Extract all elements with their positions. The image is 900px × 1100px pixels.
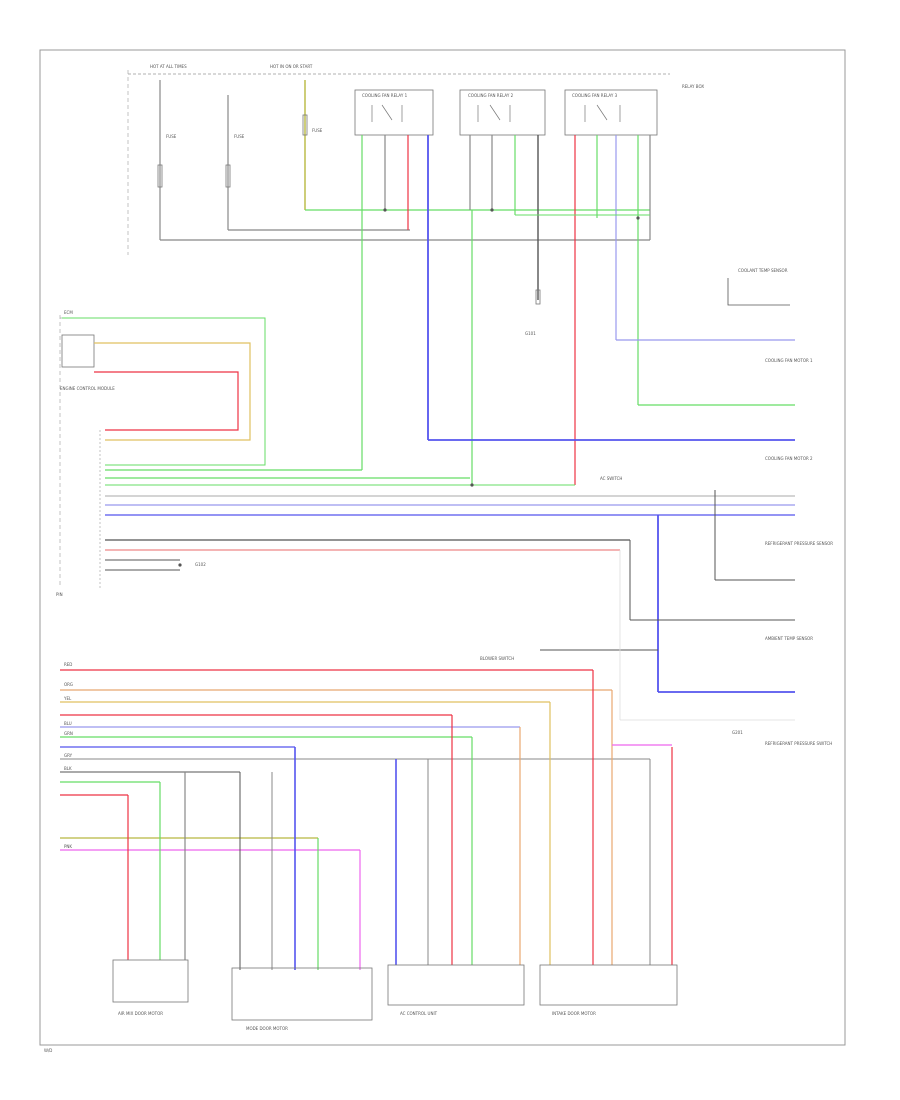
top-bus: HOT AT ALL TIMES HOT IN ON OR START RELA…: [127, 64, 704, 255]
sensor-1-label: COOLANT TEMP SENSOR: [738, 268, 788, 273]
wire-orange-label: ORG: [64, 682, 73, 687]
module-3-label: AC CONTROL UNIT: [400, 1011, 438, 1016]
fuse-block: FUSE FUSE FUSE: [157, 80, 650, 241]
sensor-3-label: AMBIENT TEMP SENSOR: [765, 636, 813, 641]
switch-1-label: AC SWITCH: [600, 476, 622, 481]
ground-g101: G101: [525, 289, 541, 336]
module-2-label: MODE DOOR MOTOR: [246, 1026, 288, 1031]
hot-start-label: HOT IN ON OR START: [270, 64, 313, 69]
fuse-a-icon: [157, 164, 163, 188]
module-4-label: INTAKE DOOR MOTOR: [552, 1011, 596, 1016]
ecm-label: ENGINE CONTROL MODULE: [60, 386, 115, 391]
wire-green-label: GRN: [64, 731, 73, 736]
ground-g101-icon: [535, 289, 541, 305]
sensor-2-label: REFRIGERANT PRESSURE SENSOR: [765, 541, 833, 546]
pin-label: PIN: [56, 592, 63, 597]
fuse-c-icon: [302, 114, 308, 136]
ground-g101-label: G101: [525, 331, 536, 336]
bottom-harness: RED ORG YEL BLU GRN GRY BLK PNK: [60, 662, 650, 851]
relay-2-label: COOLING FAN RELAY 2: [468, 93, 514, 98]
wire-red-label: RED: [64, 662, 72, 667]
module-1-label: AIR MIX DOOR MOTOR: [118, 1011, 163, 1016]
corner-label: W/D: [44, 1048, 52, 1053]
switch-2-label: BLOWER SWITCH: [480, 656, 514, 661]
fuse-b-icon: [225, 164, 231, 188]
bottom-modules: AIR MIX DOOR MOTOR MODE DOOR MOTOR AC CO…: [112, 959, 678, 1031]
right-components: COOLANT TEMP SENSOR COOLING FAN MOTOR 1 …: [428, 268, 833, 746]
wire-gray-label: GRY: [64, 753, 73, 758]
fan-motor-1-label: COOLING FAN MOTOR 1: [765, 358, 813, 363]
ecm-top-label: ECM: [64, 310, 73, 315]
relay-outputs: [361, 135, 651, 485]
hot-run-label: HOT AT ALL TIMES: [150, 64, 187, 69]
relay-1-label: COOLING FAN RELAY 1: [362, 93, 408, 98]
relay-2-box-icon: [459, 89, 546, 136]
ecm-block: ECM ENGINE CONTROL MODULE PIN: [56, 310, 265, 597]
wire-yellow-label: YEL: [63, 696, 72, 701]
diagram-frame: [39, 49, 846, 1046]
module-3-icon: [387, 964, 525, 1006]
fuse-a-label: FUSE: [166, 134, 177, 139]
relay-2: COOLING FAN RELAY 2: [459, 89, 546, 136]
ecm-relay-icon: [61, 334, 95, 368]
fuse-b-label: FUSE: [234, 134, 245, 139]
module-1-icon: [112, 959, 189, 1003]
fuse-c-label: FUSE: [312, 128, 323, 133]
ecm-wires: G102: [62, 317, 795, 571]
ground-g102-label: G102: [195, 562, 206, 567]
relay-1-box-icon: [354, 89, 434, 136]
module-2-icon: [231, 967, 373, 1021]
ground-g201-label: G201: [732, 730, 743, 735]
wire-blue-label: BLU: [64, 721, 72, 726]
relay-1: COOLING FAN RELAY 1: [354, 89, 434, 136]
module-drops: [127, 670, 673, 970]
wire-pink-label: PNK: [64, 844, 72, 849]
module-4-icon: [539, 964, 678, 1006]
fan-motor-2-label: COOLING FAN MOTOR 2: [765, 456, 813, 461]
sensor-4-label: REFRIGERANT PRESSURE SWITCH: [765, 741, 832, 746]
relay-box-label: RELAY BOX: [682, 84, 704, 89]
relay-3: COOLING FAN RELAY 3: [564, 89, 658, 136]
relay-3-label: COOLING FAN RELAY 3: [572, 93, 618, 98]
wire-black-label: BLK: [64, 766, 72, 771]
relay-3-box-icon: [564, 89, 658, 136]
